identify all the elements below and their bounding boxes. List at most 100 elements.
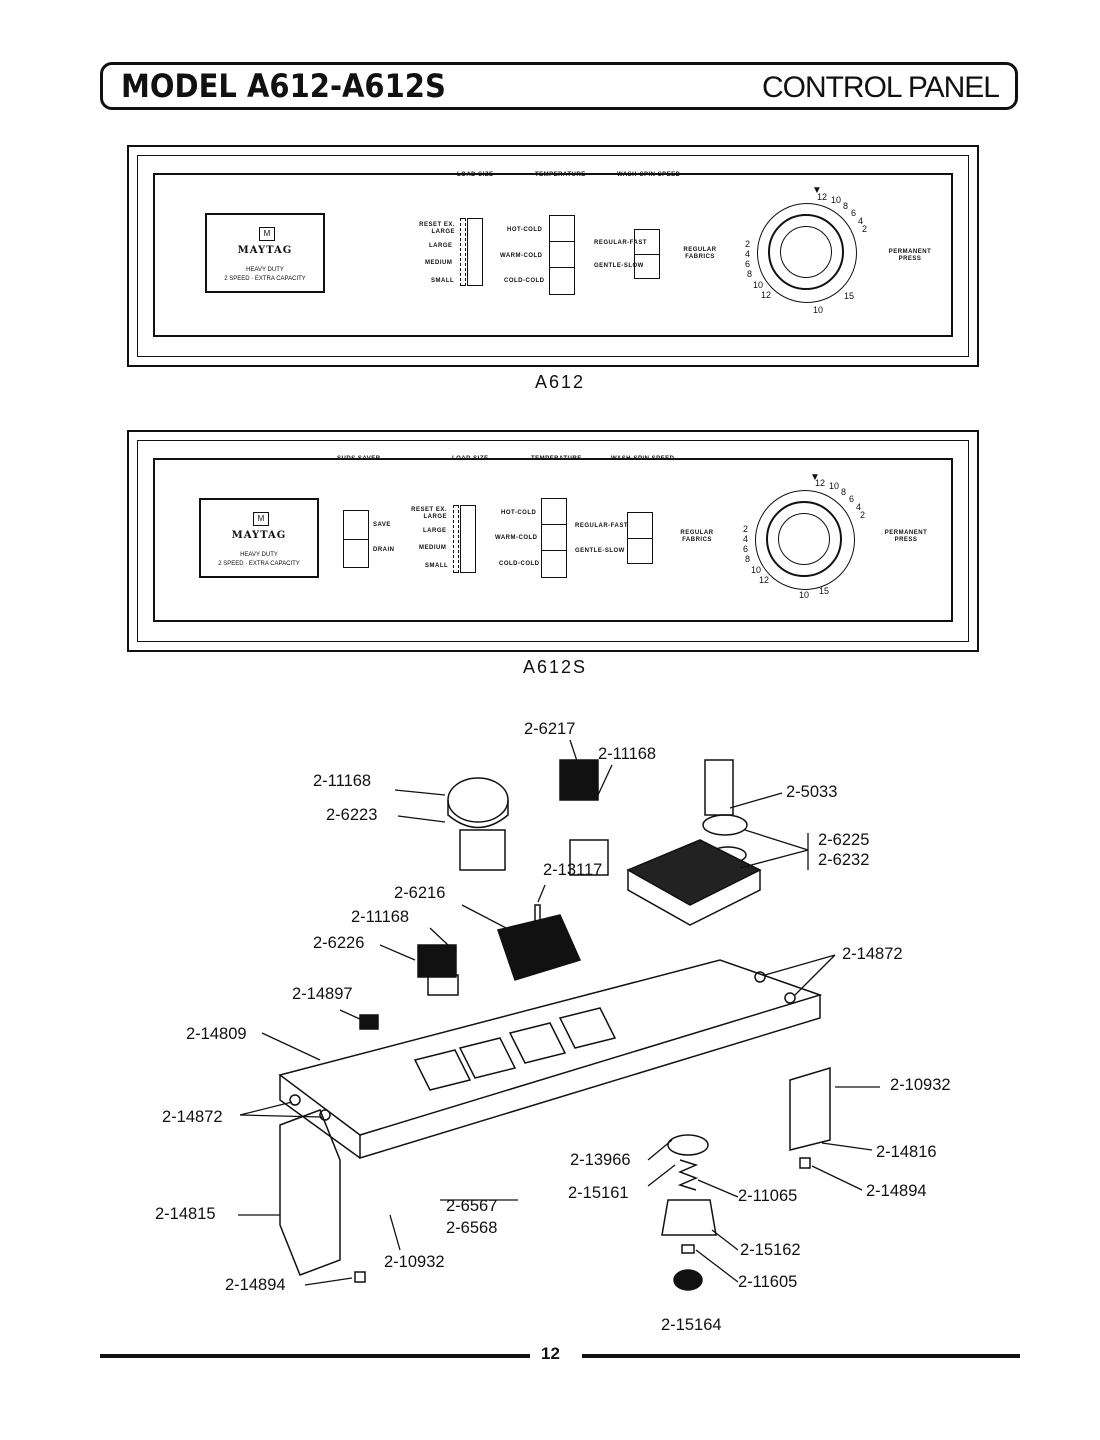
leader <box>537 884 546 903</box>
temp-cold-cold: COLD-COLD <box>504 278 545 284</box>
callout-2-6226: 2-6226 <box>313 934 365 952</box>
timer-knob-center <box>780 226 832 278</box>
dial-num: 4 <box>745 249 751 259</box>
timer-dial[interactable] <box>755 490 855 590</box>
label-wash-spin-speed: WASH-SPIN SPEED <box>611 456 675 462</box>
dial-num: 2 <box>862 224 868 234</box>
brand-line-2: 2 SPEED · EXTRA CAPACITY <box>218 561 300 567</box>
model-title: MODEL A612-A612S <box>121 67 446 105</box>
part-6216 <box>497 914 582 981</box>
load-small: SMALL <box>431 278 455 284</box>
label-temperature: TEMPERATURE <box>535 172 586 178</box>
part-14872-d <box>319 1109 331 1121</box>
load-large: LARGE <box>423 528 447 534</box>
speed-button-fast[interactable] <box>635 230 659 255</box>
dial-num: 6 <box>851 208 857 218</box>
dial-num: 12 <box>761 290 772 300</box>
part-15164 <box>673 1269 703 1291</box>
callout-2-14894: 2-14894 <box>225 1276 286 1294</box>
dial-num: 15 <box>844 291 855 301</box>
load-size-slider[interactable] <box>467 218 483 286</box>
temp-button-warm[interactable] <box>542 525 566 551</box>
load-large: LARGE <box>429 243 453 249</box>
dial-num: 12 <box>815 478 826 488</box>
chassis-slots <box>413 1007 617 1091</box>
dial-num: 6 <box>745 259 751 269</box>
part-14894-left <box>354 1271 366 1283</box>
leader <box>697 1179 739 1198</box>
part-6226-body <box>417 944 457 978</box>
leader <box>394 789 446 796</box>
load-size-scale <box>460 218 466 286</box>
panel-face <box>153 173 953 337</box>
callout-2-6568: 2-6568 <box>446 1219 498 1237</box>
dial-num: 10 <box>751 565 762 575</box>
callout-2-6567: 2-6567 <box>446 1197 498 1215</box>
callout-2-15164: 2-15164 <box>661 1316 722 1334</box>
maytag-nameplate: M MAYTAG HEAVY DUTY 2 SPEED · EXTRA CAPA… <box>199 498 319 578</box>
timer-knob[interactable] <box>768 214 844 290</box>
callout-2-6217: 2-6217 <box>524 720 576 738</box>
label-wash-spin-speed: WASH-SPIN SPEED <box>617 172 681 178</box>
callout-2-11605: 2-11605 <box>738 1273 798 1291</box>
callout-2-11168: 2-11168 <box>313 772 372 790</box>
callout-2-6232: 2-6232 <box>818 851 870 869</box>
maytag-logo-icon: M <box>259 227 275 241</box>
speed-gentle-slow: GENTLE-SLOW <box>575 548 625 554</box>
callout-2-14897: 2-14897 <box>292 985 353 1003</box>
dial-num: 6 <box>849 494 855 504</box>
dial-pointer-icon: ▼ <box>812 185 822 196</box>
cycle-regular-fabrics: REGULAR FABRICS <box>680 530 714 543</box>
speed-buttons[interactable] <box>627 512 653 564</box>
chassis-left-side <box>279 1075 361 1159</box>
dial-num: 8 <box>841 487 847 497</box>
panel-bevel <box>137 155 969 357</box>
suds-saver-buttons[interactable] <box>343 510 369 568</box>
leader <box>569 739 581 771</box>
temp-button-warm[interactable] <box>550 242 574 268</box>
timer-dial[interactable] <box>757 203 857 303</box>
suds-button-save[interactable] <box>344 511 368 540</box>
part-6225-ring <box>702 814 748 836</box>
part-6223-base <box>459 829 506 871</box>
part-11065-spring <box>677 1159 699 1191</box>
panel-frame <box>127 430 979 652</box>
brand-name: MAYTAG <box>231 530 287 541</box>
temp-cold-cold: COLD-COLD <box>499 561 540 567</box>
dial-num: 4 <box>743 534 749 544</box>
leader <box>379 944 416 961</box>
callout-2-14894: 2-14894 <box>866 1182 927 1200</box>
callout-2-13966: 2-13966 <box>570 1151 631 1169</box>
leader <box>239 1101 323 1118</box>
part-13966 <box>667 1134 709 1156</box>
dial-num: 8 <box>745 554 751 564</box>
leader <box>711 1229 739 1251</box>
leader <box>389 1214 401 1251</box>
callout-2-10932: 2-10932 <box>384 1253 445 1271</box>
maytag-nameplate: M MAYTAG HEAVY DUTY 2 SPEED · EXTRA CAPA… <box>205 213 325 293</box>
callout-2-11168: 2-11168 <box>598 745 657 763</box>
speed-button-fast[interactable] <box>628 513 652 539</box>
leader <box>261 1032 321 1061</box>
panel-frame <box>127 145 979 367</box>
part-14872-c <box>289 1094 301 1106</box>
leader <box>304 1277 353 1286</box>
leader <box>429 927 449 946</box>
callout-2-15161: 2-15161 <box>568 1184 629 1202</box>
temp-button-hot[interactable] <box>550 216 574 242</box>
timer-knob[interactable] <box>766 501 842 577</box>
temperature-buttons[interactable] <box>549 215 575 295</box>
panel-caption-a612: A612 <box>535 372 586 392</box>
dial-num: 12 <box>817 192 828 202</box>
left-bracket <box>279 1109 341 1276</box>
load-size-slider[interactable] <box>460 505 476 573</box>
leader <box>597 764 613 796</box>
temperature-buttons[interactable] <box>541 498 567 578</box>
leader <box>397 815 446 823</box>
speed-regular-fast: REGULAR-FAST <box>575 523 628 529</box>
temp-button-hot[interactable] <box>542 499 566 525</box>
label-load-size: LOAD SIZE <box>457 172 494 178</box>
dial-num: 2 <box>745 239 751 249</box>
speed-buttons[interactable] <box>634 229 660 279</box>
leader <box>739 829 809 870</box>
